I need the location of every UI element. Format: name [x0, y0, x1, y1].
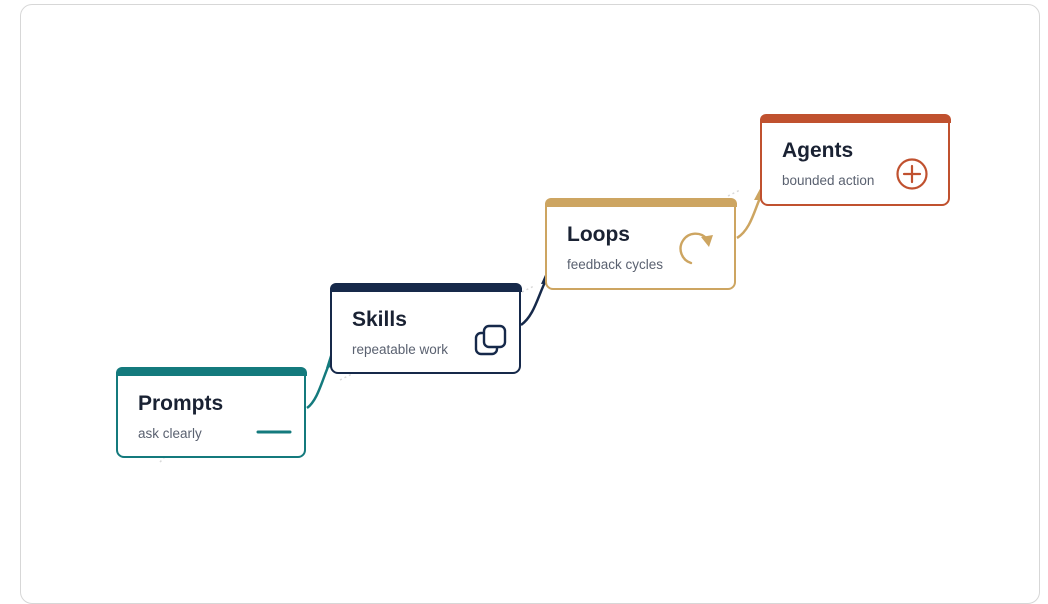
- stage-card-agents: Agents bounded action: [759, 114, 951, 206]
- connector-skills-loops: [520, 279, 548, 327]
- guide-trace: [159, 457, 165, 463]
- stacked-squares-icon: [474, 324, 507, 356]
- connector-layer: [159, 185, 769, 463]
- stage-card-prompts: Prompts ask clearly: [115, 367, 307, 458]
- card-subtitle: ask clearly: [138, 426, 202, 441]
- stage-card-skills: Skills repeatable work: [329, 283, 522, 374]
- connector-prompts-skills: [306, 361, 332, 410]
- cycle-arrow-icon: [679, 232, 713, 265]
- card-accent-bar: [544, 198, 737, 207]
- card-title: Skills: [352, 308, 407, 331]
- card-subtitle: bounded action: [782, 173, 875, 188]
- card-title: Prompts: [138, 392, 224, 415]
- guide-trace: [727, 189, 741, 197]
- stage-card-loops: Loops feedback cycles: [544, 198, 737, 290]
- guide-trace: [339, 373, 353, 381]
- card-title: Loops: [567, 223, 630, 246]
- card-subtitle: repeatable work: [352, 342, 449, 357]
- card-subtitle: feedback cycles: [567, 257, 664, 272]
- guide-trace: [521, 285, 535, 293]
- card-accent-bar: [115, 367, 307, 376]
- connector-loops-agents: [736, 197, 762, 240]
- card-accent-bar: [329, 283, 522, 292]
- card-title: Agents: [782, 139, 854, 162]
- card-accent-bar: [759, 114, 951, 123]
- dash-icon: [256, 430, 292, 434]
- circle-plus-icon: [896, 158, 928, 190]
- diagram-frame: [20, 4, 1040, 604]
